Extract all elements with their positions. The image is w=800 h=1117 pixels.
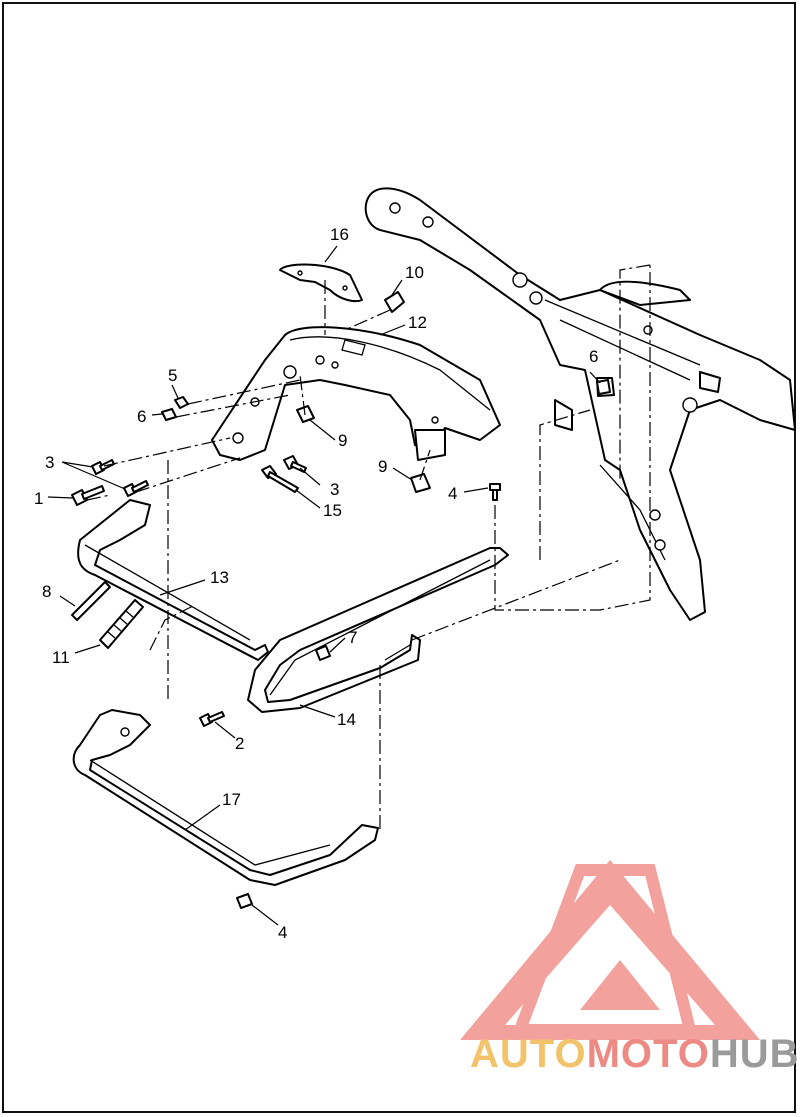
part-11-pin <box>99 599 144 649</box>
callout-8: 8 <box>42 582 51 601</box>
callout-17: 17 <box>222 790 241 809</box>
watermark-auto: AUTO <box>470 1032 587 1076</box>
callout-3-right: 3 <box>330 480 339 499</box>
part-9-clip-lower <box>410 473 431 493</box>
callout-11: 11 <box>52 648 70 667</box>
part-12-mount-bracket <box>211 326 501 461</box>
watermark-text: AUTOMOTOHUB <box>470 1032 800 1082</box>
callout-16: 16 <box>330 225 349 244</box>
part-8-pin <box>71 581 111 621</box>
callout-12: 12 <box>408 313 427 332</box>
callout-14: 14 <box>337 710 356 729</box>
part-17-lower-rail <box>72 709 379 886</box>
callout-9-upper: 9 <box>338 431 347 450</box>
leader-lines <box>47 245 601 926</box>
callout-13: 13 <box>210 568 229 587</box>
callout-6-right: 6 <box>589 347 598 366</box>
callout-2: 2 <box>235 734 244 753</box>
callout-7: 7 <box>348 628 357 647</box>
assembly-lines <box>86 264 651 830</box>
watermark-logo <box>460 860 760 1040</box>
watermark-hub: HUB <box>709 1032 800 1076</box>
callout-4-upper: 4 <box>448 484 457 503</box>
callout-9-lower: 9 <box>378 457 387 476</box>
part-10-clip <box>384 291 405 313</box>
callout-5: 5 <box>168 366 177 385</box>
part-9-clip-upper <box>296 405 315 423</box>
part-14-rear-guard <box>247 547 509 713</box>
callout-3-left: 3 <box>45 453 54 472</box>
callout-labels: 16 10 12 5 6 6 9 9 3 3 1 15 4 13 8 7 11 … <box>34 225 598 942</box>
watermark-moto: MOTO <box>586 1032 710 1076</box>
callout-1: 1 <box>34 489 43 508</box>
callout-10: 10 <box>405 263 424 282</box>
callout-6-left: 6 <box>137 407 146 426</box>
part-16-cover <box>279 263 363 303</box>
callout-4-lower: 4 <box>278 923 287 942</box>
callout-15: 15 <box>323 501 342 520</box>
